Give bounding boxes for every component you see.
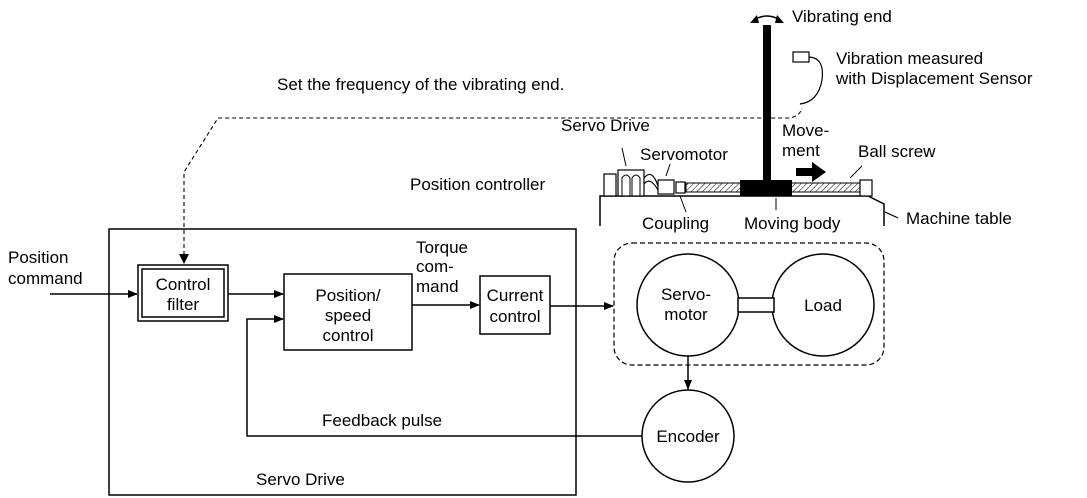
current-control-block [479, 275, 551, 335]
movement-arrow [796, 162, 826, 182]
servo-drive-bottom-label: Servo Drive [256, 470, 345, 489]
encoder-label: Encoder [656, 427, 720, 446]
mechanical-illustration [599, 15, 899, 226]
feedback-pulse-label: Feedback pulse [322, 411, 442, 430]
position-speed-label-1: Position/ [315, 286, 380, 305]
current-control-label-2: control [489, 307, 540, 326]
moving-body-label: Moving body [744, 214, 841, 233]
moving-body [740, 180, 792, 196]
servomotor-leader [665, 163, 671, 177]
torque-command-label-3: mand [416, 277, 459, 296]
servo-drive-top-label: Servo Drive [561, 116, 650, 135]
coupling-leader [679, 195, 687, 213]
control-filter-block [137, 264, 229, 322]
encoder-circle [641, 389, 735, 483]
load-label: Load [804, 296, 842, 315]
movement-label-1: Move- [782, 121, 829, 140]
movement-label-2: ment [782, 141, 820, 160]
servomotor-top-label: Servomotor [640, 145, 728, 164]
vibration-measured-label-2: with Displacement Sensor [835, 69, 1033, 88]
feedback-pulse-line [246, 315, 643, 437]
ball-screw-end-bearing [859, 179, 873, 197]
coupling-label: Coupling [642, 214, 709, 233]
motor-load-group [613, 242, 885, 366]
control-filter-label-2: filter [167, 295, 199, 314]
ball-screw-label: Ball screw [858, 142, 936, 161]
coupling-unit [675, 181, 686, 194]
position-speed-control-block [283, 273, 413, 351]
torque-command-label-1: Torque [416, 238, 468, 257]
vibrating-arm [763, 25, 771, 185]
servo-drive-block [108, 228, 577, 496]
servo-drive-leader [621, 147, 627, 167]
torque-command-label-2: com- [416, 257, 454, 276]
vibration-measured-label-1: Vibration measured [836, 49, 983, 68]
servomotor-label-1: Servo- [661, 285, 711, 304]
frequency-setting-line [183, 107, 803, 262]
servomotor-unit [657, 179, 675, 195]
position-speed-label-3: control [322, 326, 373, 345]
servomotor-label-2: motor [664, 305, 708, 324]
position-speed-label-2: speed [325, 306, 371, 325]
position-command-label-1: Position [8, 248, 68, 267]
control-filter-label-1: Control [156, 275, 211, 294]
position-controller-label: Position controller [410, 175, 545, 194]
displacement-sensor-icon [792, 51, 810, 63]
position-command-label-2: command [8, 269, 83, 288]
current-control-label-1: Current [487, 286, 544, 305]
motor-load-shaft [737, 297, 775, 313]
sensor-cable [799, 56, 824, 105]
set-frequency-label: Set the frequency of the vibrating end. [277, 75, 564, 94]
machine-table-label: Machine table [906, 209, 1012, 228]
vibrating-end-label: Vibrating end [792, 7, 892, 26]
position-controller-unit [603, 173, 617, 197]
ball-screw-leader [849, 165, 863, 179]
machine-table-leader [884, 211, 899, 219]
